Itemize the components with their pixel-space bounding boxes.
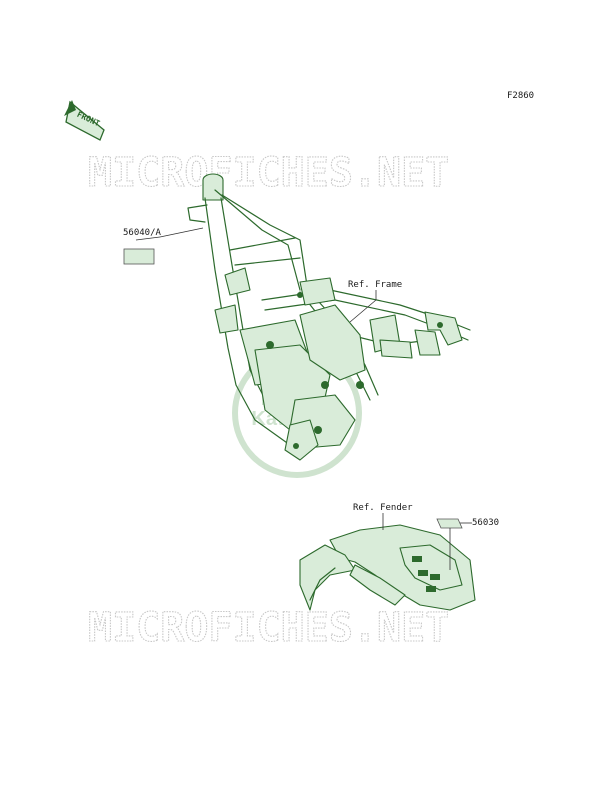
label-56030-shape <box>436 518 463 529</box>
ref-frame-label: Ref. Frame <box>348 280 402 290</box>
part-number-56040-a: 56040/A <box>123 228 162 238</box>
callout-ref-fender[interactable]: Ref. Fender <box>353 503 413 530</box>
frame-assembly <box>187 173 471 461</box>
callout-56030[interactable]: 56030 <box>436 518 499 570</box>
front-arrow-icon: FRONT <box>64 100 105 141</box>
callout-ref-frame[interactable]: Ref. Frame <box>348 280 402 323</box>
callout-56040-a[interactable]: 56040/A <box>123 227 204 265</box>
rear-fender <box>299 524 476 611</box>
watermark-top: MICROFICHES.NET <box>88 150 449 196</box>
label-56040-a-shape <box>123 248 155 265</box>
ref-fender-label: Ref. Fender <box>353 503 413 513</box>
watermark-bottom: MICROFICHES.NET <box>88 605 449 651</box>
figure-code: F2860 <box>507 91 534 101</box>
part-number-56030: 56030 <box>472 518 499 528</box>
